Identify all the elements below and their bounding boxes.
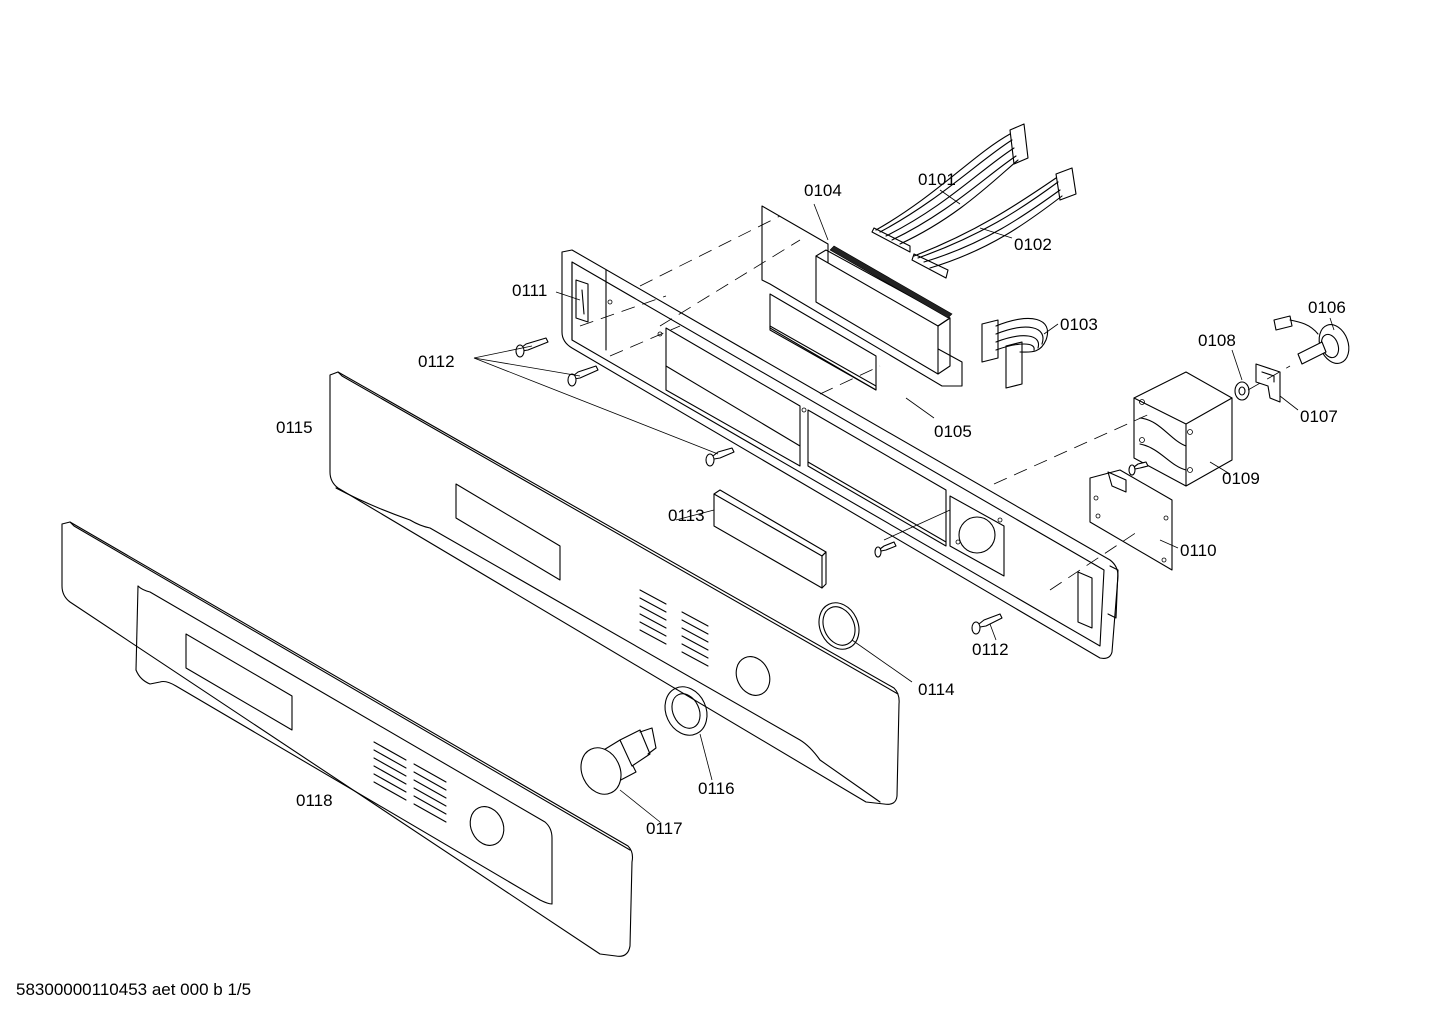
part-0110-pcb	[1089, 469, 1173, 571]
label-0106: 0106	[1308, 298, 1346, 317]
part-0106-rotary-switch	[1273, 315, 1350, 365]
label-0116: 0116	[698, 779, 735, 798]
label-0110: 0110	[1180, 541, 1217, 560]
assembly-guide-lines	[579, 215, 1291, 591]
label-0113: 0113	[668, 506, 705, 525]
part-0102-harness	[911, 167, 1077, 279]
screw-set	[515, 337, 1149, 635]
part-0108-nut	[1234, 381, 1250, 401]
label-0105: 0105	[934, 422, 972, 441]
label-0118: 0118	[296, 791, 333, 810]
part-0101-harness	[871, 123, 1029, 253]
part-0113-display-window	[713, 489, 827, 589]
label-0115: 0115	[276, 418, 313, 437]
label-0112-left: 0112	[418, 352, 455, 371]
part-0116-ring	[664, 686, 708, 736]
part-0109-housing	[1133, 371, 1233, 487]
label-0111: 0111	[512, 281, 547, 300]
part-0107-bracket	[1255, 363, 1281, 403]
label-0108: 0108	[1198, 331, 1236, 350]
label-0117: 0117	[646, 819, 683, 838]
part-0117-knob	[580, 727, 657, 795]
leader-lines	[473, 189, 1335, 823]
label-0107: 0107	[1300, 407, 1338, 426]
part-0104-pcb	[761, 205, 963, 391]
pcb-connector-pins	[829, 245, 953, 319]
part-labels: 0101 0102 0103 0104 0105 0106 0107 0108 …	[276, 170, 1346, 838]
document-id: 58300000110453 aet 000 b 1/5	[16, 980, 252, 999]
label-0103: 0103	[1060, 315, 1098, 334]
label-0104: 0104	[804, 181, 842, 200]
label-0112-right: 0112	[972, 640, 1009, 659]
label-0109: 0109	[1222, 469, 1260, 488]
part-0114-ring	[818, 602, 860, 650]
part-0118-front-fascia	[61, 521, 634, 957]
part-0115-inner-panel	[329, 371, 900, 805]
label-0101: 0101	[918, 170, 956, 189]
label-0102: 0102	[1014, 235, 1052, 254]
label-0114: 0114	[918, 680, 955, 699]
part-main-frame	[561, 249, 1119, 659]
part-0103-ribbon-cable	[981, 317, 1049, 389]
